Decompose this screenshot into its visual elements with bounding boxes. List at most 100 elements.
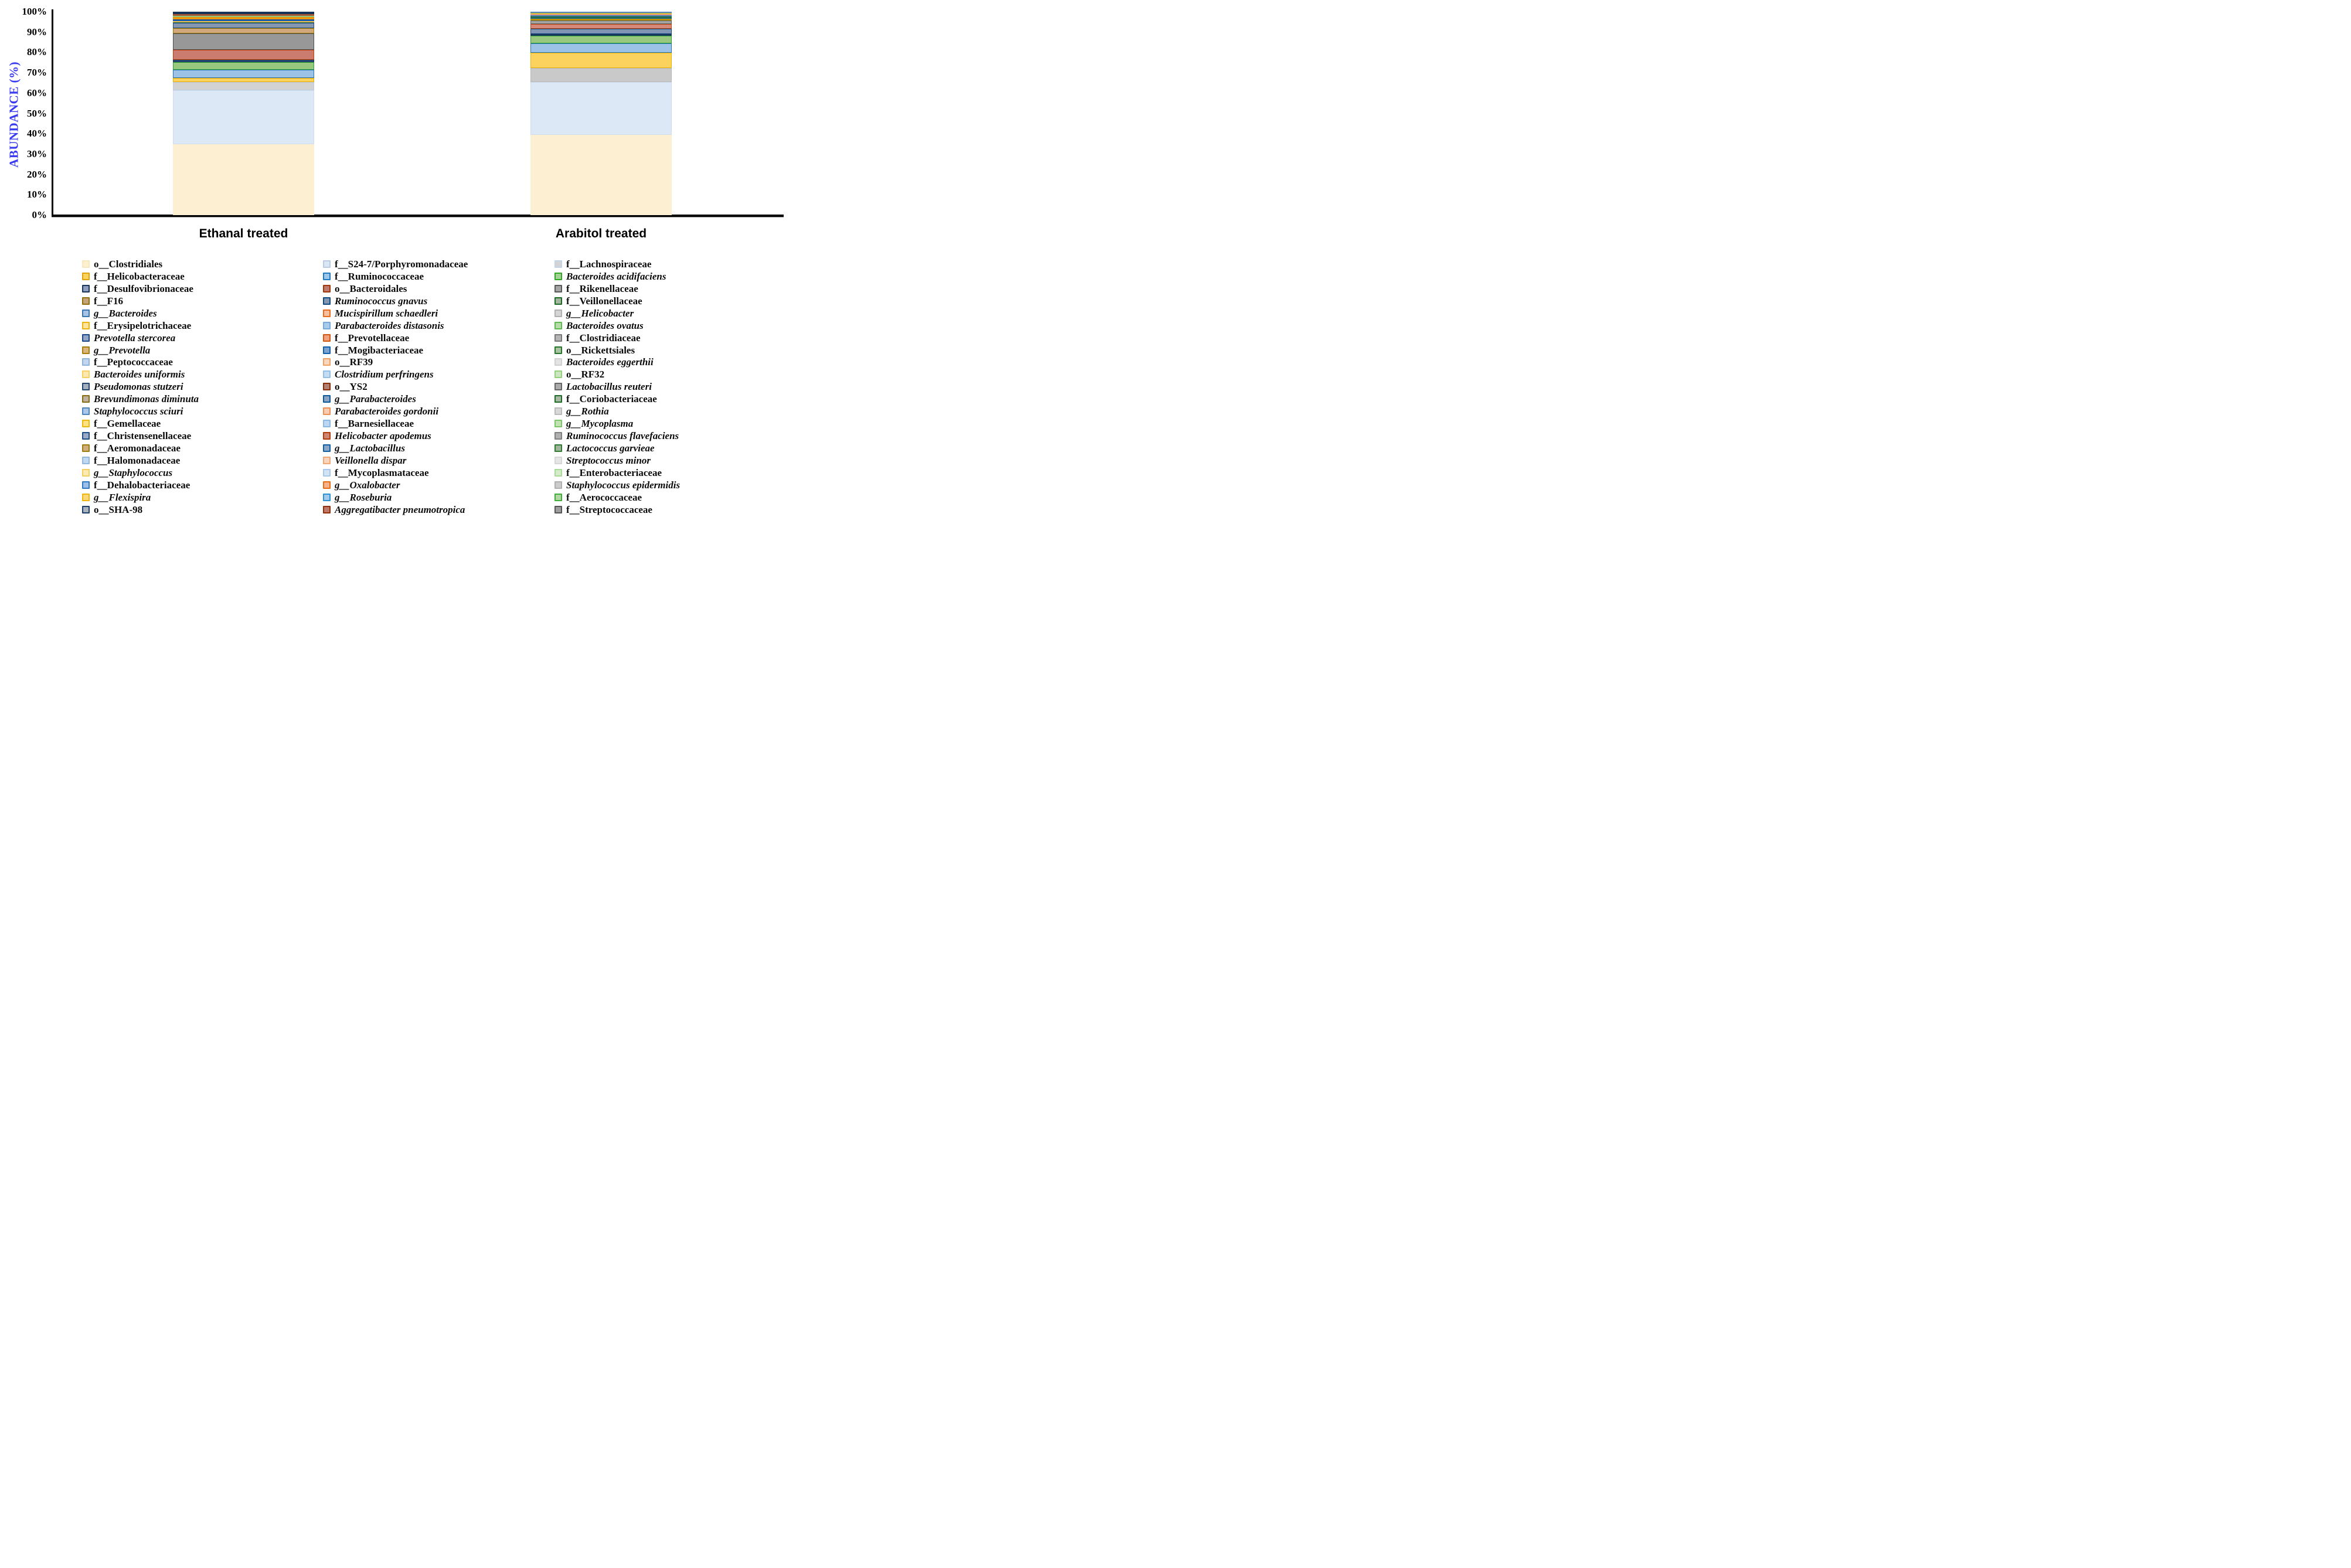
legend-swatch-icon xyxy=(323,456,331,464)
legend-item: Prevotella stercorea xyxy=(82,332,199,344)
legend-swatch-icon xyxy=(323,432,331,440)
legend-item-label: Bacteroides eggerthii xyxy=(566,356,654,368)
legend-swatch-icon xyxy=(554,493,562,501)
legend-item-label: g__Roseburia xyxy=(335,491,392,503)
bar-segment xyxy=(530,134,672,215)
legend-swatch-icon xyxy=(323,370,331,379)
legend-item-label: f__S24-7/Porphyromonadaceae xyxy=(335,258,468,270)
legend-item: f__Coriobacteriaceae xyxy=(554,393,680,405)
legend-item: g__Roseburia xyxy=(323,491,468,504)
legend-item: g__Flexispira xyxy=(82,491,199,504)
legend-swatch-icon xyxy=(323,407,331,416)
legend-item: g__Helicobacter xyxy=(554,307,680,319)
legend-item: Bacteroides uniformis xyxy=(82,368,199,380)
legend-swatch-icon xyxy=(323,358,331,366)
legend-swatch-icon xyxy=(554,346,562,354)
bar-segment xyxy=(530,34,672,36)
legend-item: o__Bacteroidales xyxy=(323,283,468,295)
bar-segment xyxy=(530,35,672,44)
legend-swatch-icon xyxy=(554,407,562,416)
legend-swatch-icon xyxy=(554,309,562,317)
bar-segment xyxy=(530,13,672,16)
legend-swatch-icon xyxy=(554,444,562,453)
legend-item-label: f__Lachnospiraceae xyxy=(566,258,652,270)
legend-swatch-icon xyxy=(323,272,331,280)
legend-item: Lactococcus garvieae xyxy=(554,442,680,454)
legend-item: o__Clostridiales xyxy=(82,258,199,270)
legend-swatch-icon xyxy=(82,260,90,268)
legend-item: f__Prevotellaceae xyxy=(323,332,468,344)
legend-item: f__Rikenellaceae xyxy=(554,283,680,295)
legend-item: f__Erysipelotrichaceae xyxy=(82,319,199,332)
legend-item-label: o__Clostridiales xyxy=(94,258,163,270)
legend-item: Bacteroides eggerthii xyxy=(554,356,680,369)
bar-segment xyxy=(530,43,672,53)
legend-item-label: o__SHA-98 xyxy=(94,504,143,515)
legend-item: o__Rickettsiales xyxy=(554,344,680,356)
bar-segment xyxy=(530,52,672,69)
legend-swatch-icon xyxy=(82,358,90,366)
legend-swatch-icon xyxy=(554,420,562,428)
legend-swatch-icon xyxy=(82,456,90,464)
legend-item: f__Mycoplasmataceae xyxy=(323,467,468,479)
legend-swatch-icon xyxy=(323,383,331,391)
legend-item-label: g__Rothia xyxy=(566,406,609,417)
legend-item: f__Streptococcaceae xyxy=(554,504,680,516)
bar-segment xyxy=(173,144,314,215)
legend-item: o__SHA-98 xyxy=(82,504,199,516)
legend-item: o__RF39 xyxy=(323,356,468,369)
legend-swatch-icon xyxy=(323,297,331,305)
bar-segment xyxy=(173,33,314,50)
legend-item-label: Bacteroides ovatus xyxy=(566,319,644,331)
legend-item: f__F16 xyxy=(82,295,199,307)
legend-swatch-icon xyxy=(82,505,90,513)
bar-segment xyxy=(173,19,314,21)
legend-item-label: Bacteroides uniformis xyxy=(94,369,185,380)
bar-segment xyxy=(530,24,672,29)
legend-swatch-icon xyxy=(82,481,90,489)
legend-item-label: f__Clostridiaceae xyxy=(566,332,641,343)
legend-swatch-icon xyxy=(323,284,331,292)
legend-swatch-icon xyxy=(82,444,90,453)
bar-segment xyxy=(173,90,314,144)
bar-ethanal-treated xyxy=(173,12,314,215)
legend-swatch-icon xyxy=(554,284,562,292)
legend-item: f__Gemellaceae xyxy=(82,417,199,430)
legend-item-label: g__Parabacteroides xyxy=(335,393,416,405)
legend-swatch-icon xyxy=(82,407,90,416)
legend-swatch-icon xyxy=(554,432,562,440)
legend-swatch-icon xyxy=(554,468,562,477)
y-tick-label: 70% xyxy=(27,67,47,79)
legend-item-label: Pseudomonas stutzeri xyxy=(94,381,183,393)
legend-item-label: g__Lactobacillus xyxy=(335,443,405,454)
y-tick-label: 30% xyxy=(27,148,47,159)
legend-item-label: o__YS2 xyxy=(335,381,368,393)
legend-item: f__Lachnospiraceae xyxy=(554,258,680,270)
legend-item-label: f__Rikenellaceae xyxy=(566,283,638,294)
y-axis-line xyxy=(52,9,53,216)
legend-item: Bacteroides ovatus xyxy=(554,319,680,332)
y-tick-label: 90% xyxy=(27,26,47,38)
legend-swatch-icon xyxy=(323,321,331,329)
legend-swatch-icon xyxy=(554,481,562,489)
legend-item: g__Lactobacillus xyxy=(323,442,468,454)
y-tick-label: 40% xyxy=(27,128,47,140)
legend-item: Aggregatibacter pneumotropica xyxy=(323,504,468,516)
legend-item: Staphylococcus epidermidis xyxy=(554,479,680,491)
legend-swatch-icon xyxy=(554,260,562,268)
legend-swatch-icon xyxy=(323,334,331,342)
legend-item-label: Mucispirillum schaedleri xyxy=(335,307,438,319)
legend-item: f__Christensenellaceae xyxy=(82,430,199,442)
x-axis-line xyxy=(52,215,784,217)
legend-swatch-icon xyxy=(82,370,90,379)
legend-item: Lactobacillus reuteri xyxy=(554,380,680,393)
y-tick-label: 20% xyxy=(27,168,47,180)
legend-item-label: Ruminococcus flavefaciens xyxy=(566,430,679,442)
legend-item-label: Aggregatibacter pneumotropica xyxy=(335,504,465,515)
legend-swatch-icon xyxy=(82,272,90,280)
legend-item: Parabacteroides distasonis xyxy=(323,319,468,332)
y-tick-label: 0% xyxy=(32,209,47,220)
